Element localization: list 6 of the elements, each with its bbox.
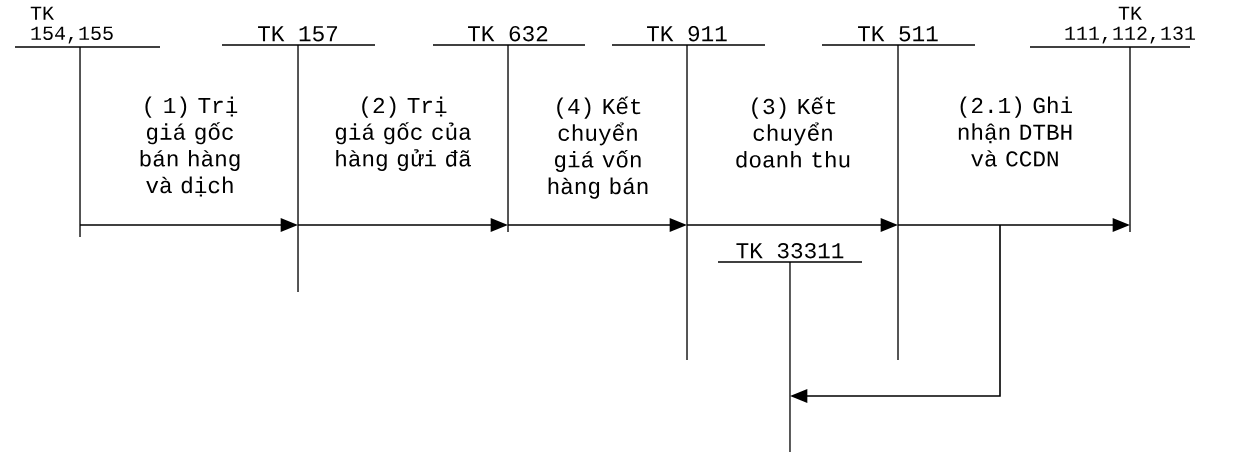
edge-label: (3) Kết chuyển doanh thu xyxy=(717,95,869,169)
edge-label: (4) Kết chuyển giá vốn hàng bán xyxy=(522,95,674,201)
edge-label: ( 1) Trị giá gốc bán hàng và dịch xyxy=(114,95,266,198)
edge-label: (2.1) Ghi nhận DTBH và CCDN xyxy=(939,95,1091,168)
edge-label: (2) Trị giá gốc của hàng gửi đã xyxy=(327,95,479,173)
t-account: TK 33311 xyxy=(717,243,863,452)
